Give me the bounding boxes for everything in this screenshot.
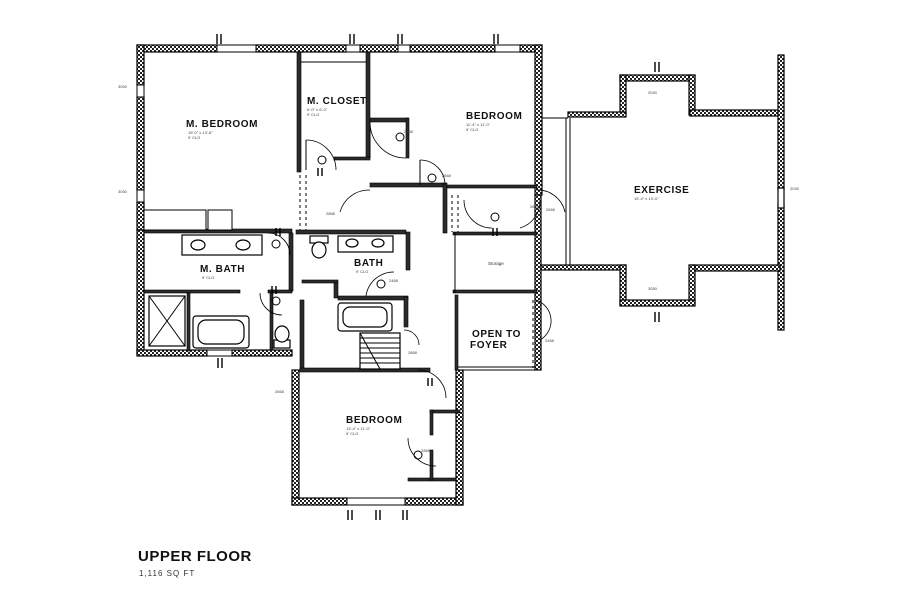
bedroom-2-label: BEDROOM [346,415,402,426]
window-tag: 2040 [790,186,800,191]
stairs [359,332,401,370]
exercise-dims: 15'-4" x 13'-0" [634,196,659,201]
m-bedroom-label: M. BEDROOM [186,119,258,130]
bedroom-1-label: BEDROOM [466,111,522,122]
opening-tags: 2868 2868 2868 2668 2668 2468 2668 2868 … [118,84,800,453]
door-tag: 2668 [530,204,540,209]
bedroom-1-dims: 11'-4" x 11'-0" [466,122,491,127]
doors [259,121,566,467]
bedroom-2-dims: 13'-4" x 11'-0" [346,426,371,431]
door-tag: 2668 [275,389,285,394]
m-closet-label: M. CLOSET [307,96,367,107]
m-bath-ceiling: 9' CLG [202,275,214,280]
m-closet-ceiling: 9' CLG [307,112,319,117]
plan-title: UPPER FLOOR [138,548,252,565]
window-tag: 3050 [118,84,128,89]
window-markers [136,34,660,520]
door-tag: 2868 [421,448,431,453]
window-tag: 3050 [648,286,658,291]
open-to-foyer-line2: FOYER [470,340,508,351]
bedroom-1-ceiling: 9' CLG [466,127,478,132]
door-tag: 2868 [408,350,418,355]
interior-walls [143,51,571,482]
door-tag: 2468 [545,338,555,343]
storage-label: Storage [488,261,504,266]
window-tag: 3050 [118,189,128,194]
door-tag: 2668 [546,207,556,212]
door-tag: 2868 [326,211,336,216]
exterior-walls [136,44,785,506]
room-labels: M. BEDROOM 15'-0" x 13'-8" 9' CLG M. CLO… [186,96,689,436]
door-tag: 2468 [389,278,399,283]
m-closet-dims: 6'-0" x 6'-0" [307,107,328,112]
window-tag: 2040 [648,90,658,95]
door-tag: 2868 [442,173,452,178]
master-sink-left [190,239,206,251]
master-sink-right [235,239,251,251]
open-to-foyer-line1: OPEN TO [472,329,521,340]
plan-area: 1,116 SQ FT [139,569,196,578]
m-bath-label: M. BATH [200,264,245,275]
bedroom-2-ceiling: 9' CLG [346,431,358,436]
exercise-label: EXERCISE [634,185,689,196]
bath-label: BATH [354,258,383,269]
door-tag: 2868 [404,129,414,134]
m-bedroom-dims: 15'-0" x 13'-8" [188,130,213,135]
fixtures [148,187,785,370]
m-bedroom-ceiling: 9' CLG [188,135,200,140]
bath-ceiling: 9' CLG [356,269,368,274]
